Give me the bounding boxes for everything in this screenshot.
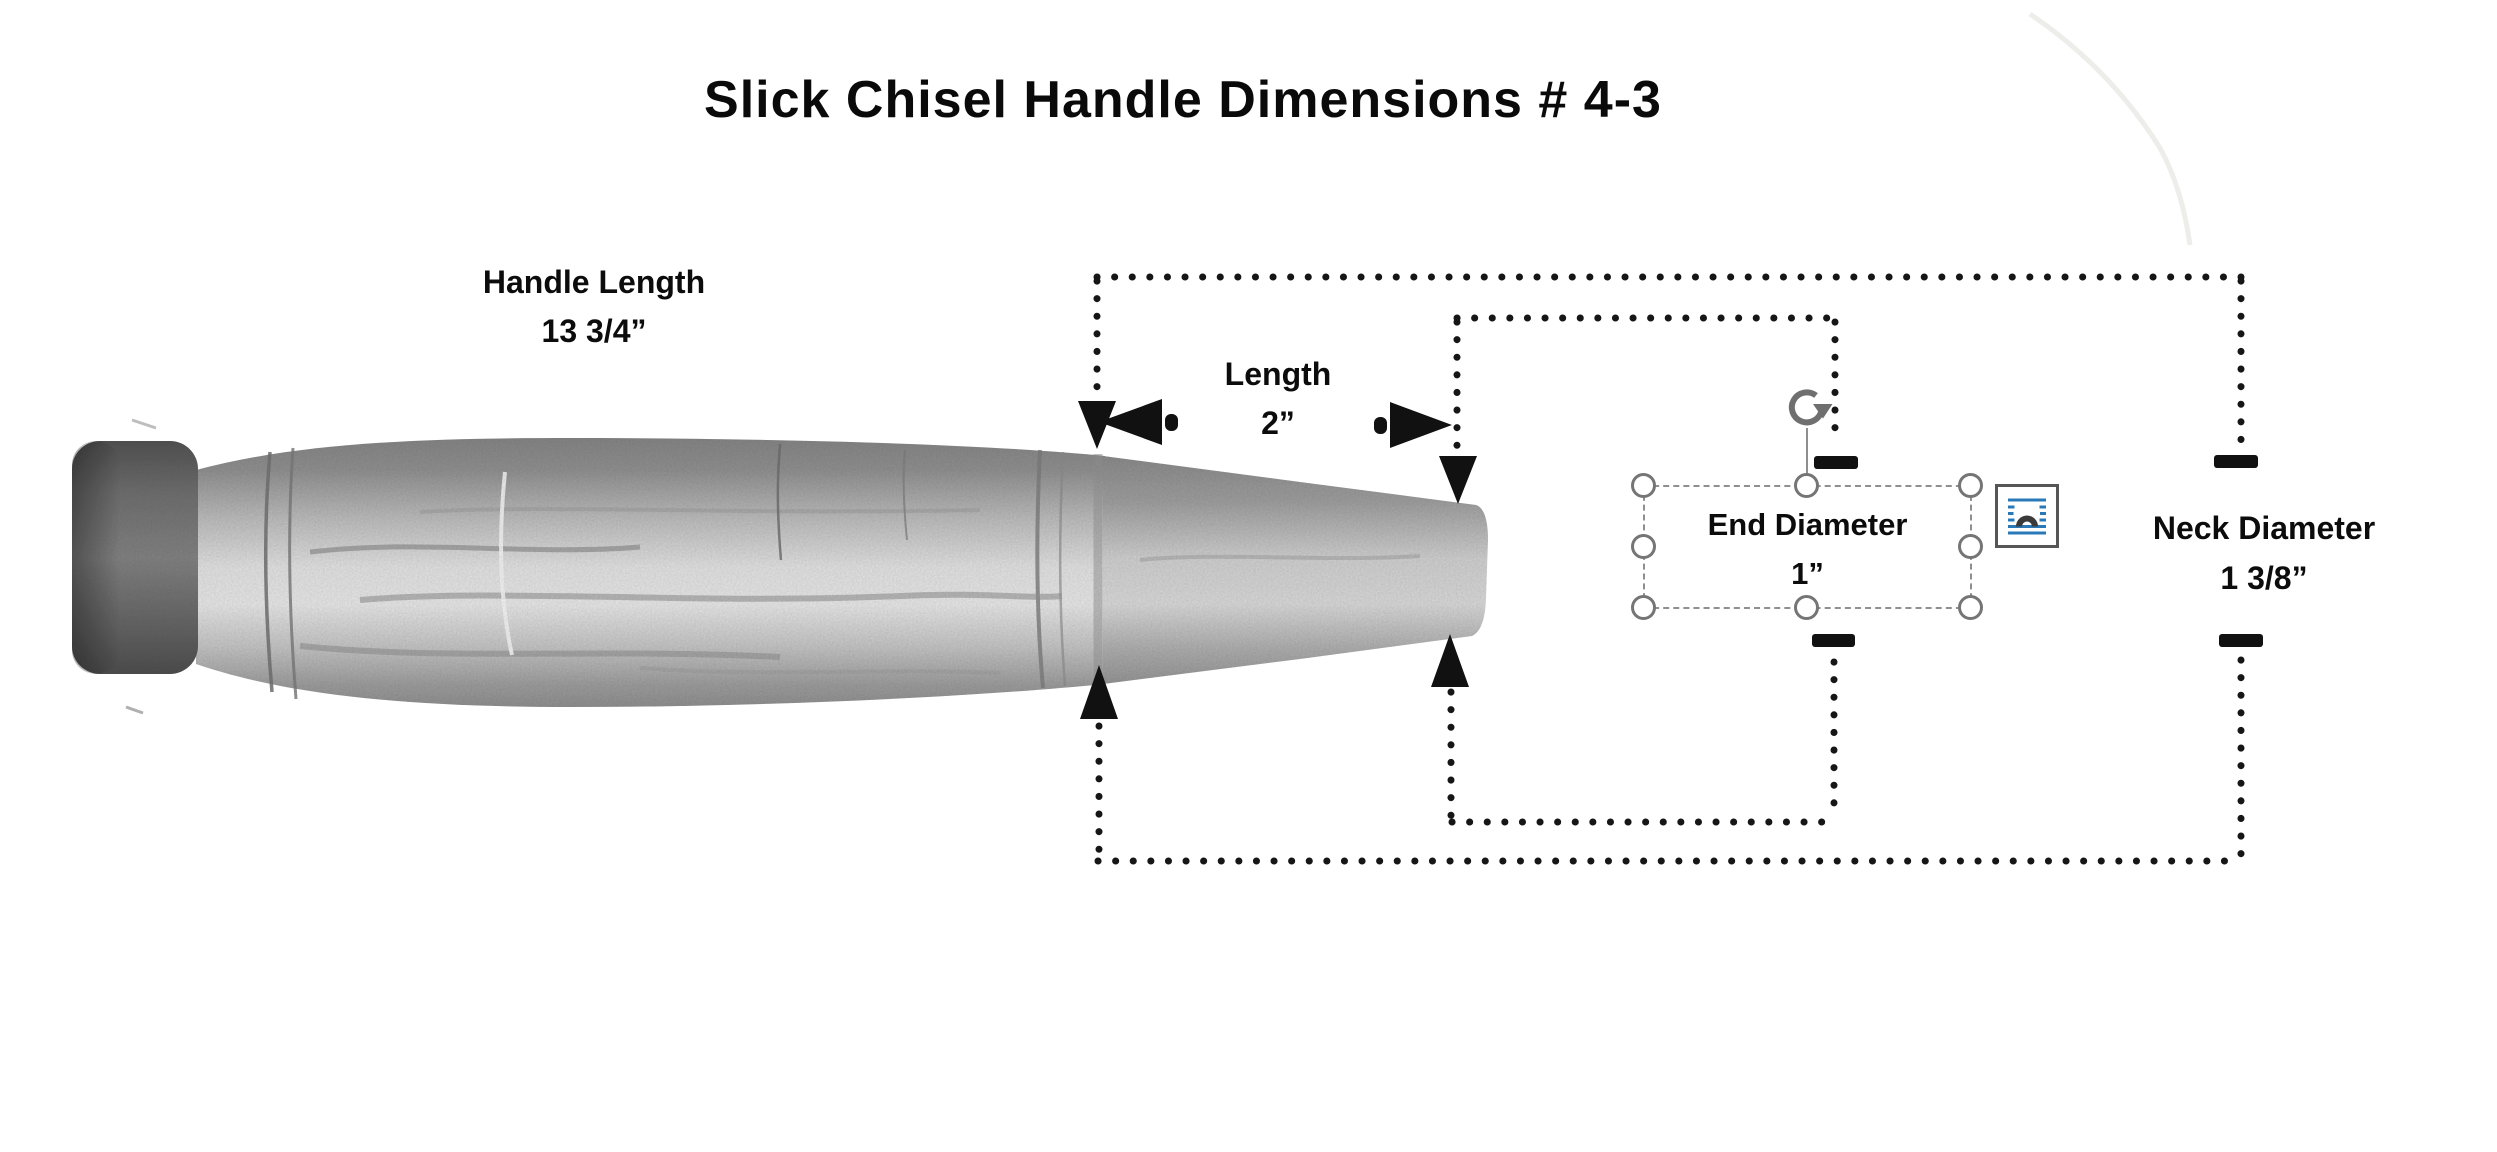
handle-length-label: Handle Length 13 3/4”	[394, 258, 794, 356]
handle-length-value: 13 3/4”	[541, 313, 647, 349]
dimension-ticks	[1812, 455, 2263, 647]
arrow-left	[1099, 399, 1162, 445]
end-diameter-label-text: End Diameter	[1707, 507, 1908, 542]
handle-body	[196, 438, 1105, 707]
taper-length-label: Length 2”	[1128, 350, 1428, 448]
dimension-arrows	[1078, 399, 1477, 719]
scan-artifact-line	[2028, 11, 2193, 246]
taper-length-label-text: Length	[1224, 356, 1332, 392]
neck-diameter-label: Neck Diameter 1 3/8”	[2064, 503, 2464, 603]
neck-diameter-value: 1 3/8”	[2220, 560, 2308, 596]
selection-handle-bottom-center[interactable]	[1794, 595, 1819, 620]
end-diameter-text-box[interactable]: End Diameter 1”	[1643, 485, 1972, 609]
layout-options-button[interactable]	[1995, 484, 2059, 548]
selection-handle-bottom-right[interactable]	[1958, 595, 1983, 620]
rotate-handle[interactable]	[1783, 384, 1835, 432]
handle-neck	[1103, 456, 1488, 684]
end-diameter-value: 1”	[1791, 556, 1824, 591]
outer-dimension-box	[1093, 273, 2245, 865]
inner-dimension-box	[1447, 314, 1839, 826]
chisel-handle-photo	[72, 438, 1488, 707]
arrow-down-inner	[1439, 456, 1477, 504]
selection-handle-top-center[interactable]	[1794, 473, 1819, 498]
rotate-arrow-icon	[1788, 389, 1833, 426]
selection-handle-top-left[interactable]	[1631, 473, 1656, 498]
selection-handle-middle-left[interactable]	[1631, 534, 1656, 559]
arrow-down-outer	[1078, 401, 1116, 449]
selection-handle-top-right[interactable]	[1958, 473, 1983, 498]
neck-diameter-label-text: Neck Diameter	[2152, 510, 2376, 546]
end-diameter-text: End Diameter 1”	[1645, 487, 1970, 598]
selection-handle-middle-right[interactable]	[1958, 534, 1983, 559]
arrow-up-inner	[1431, 634, 1469, 687]
taper-length-value: 2”	[1261, 405, 1295, 441]
handle-length-label-text: Handle Length	[482, 264, 706, 300]
selection-handle-bottom-left[interactable]	[1631, 595, 1656, 620]
text-wrap-through-icon	[2008, 498, 2046, 535]
page-title: Slick Chisel Handle Dimensions # 4-3	[704, 71, 1662, 129]
arrow-right	[1390, 402, 1452, 448]
arrow-up-outer	[1080, 665, 1118, 719]
